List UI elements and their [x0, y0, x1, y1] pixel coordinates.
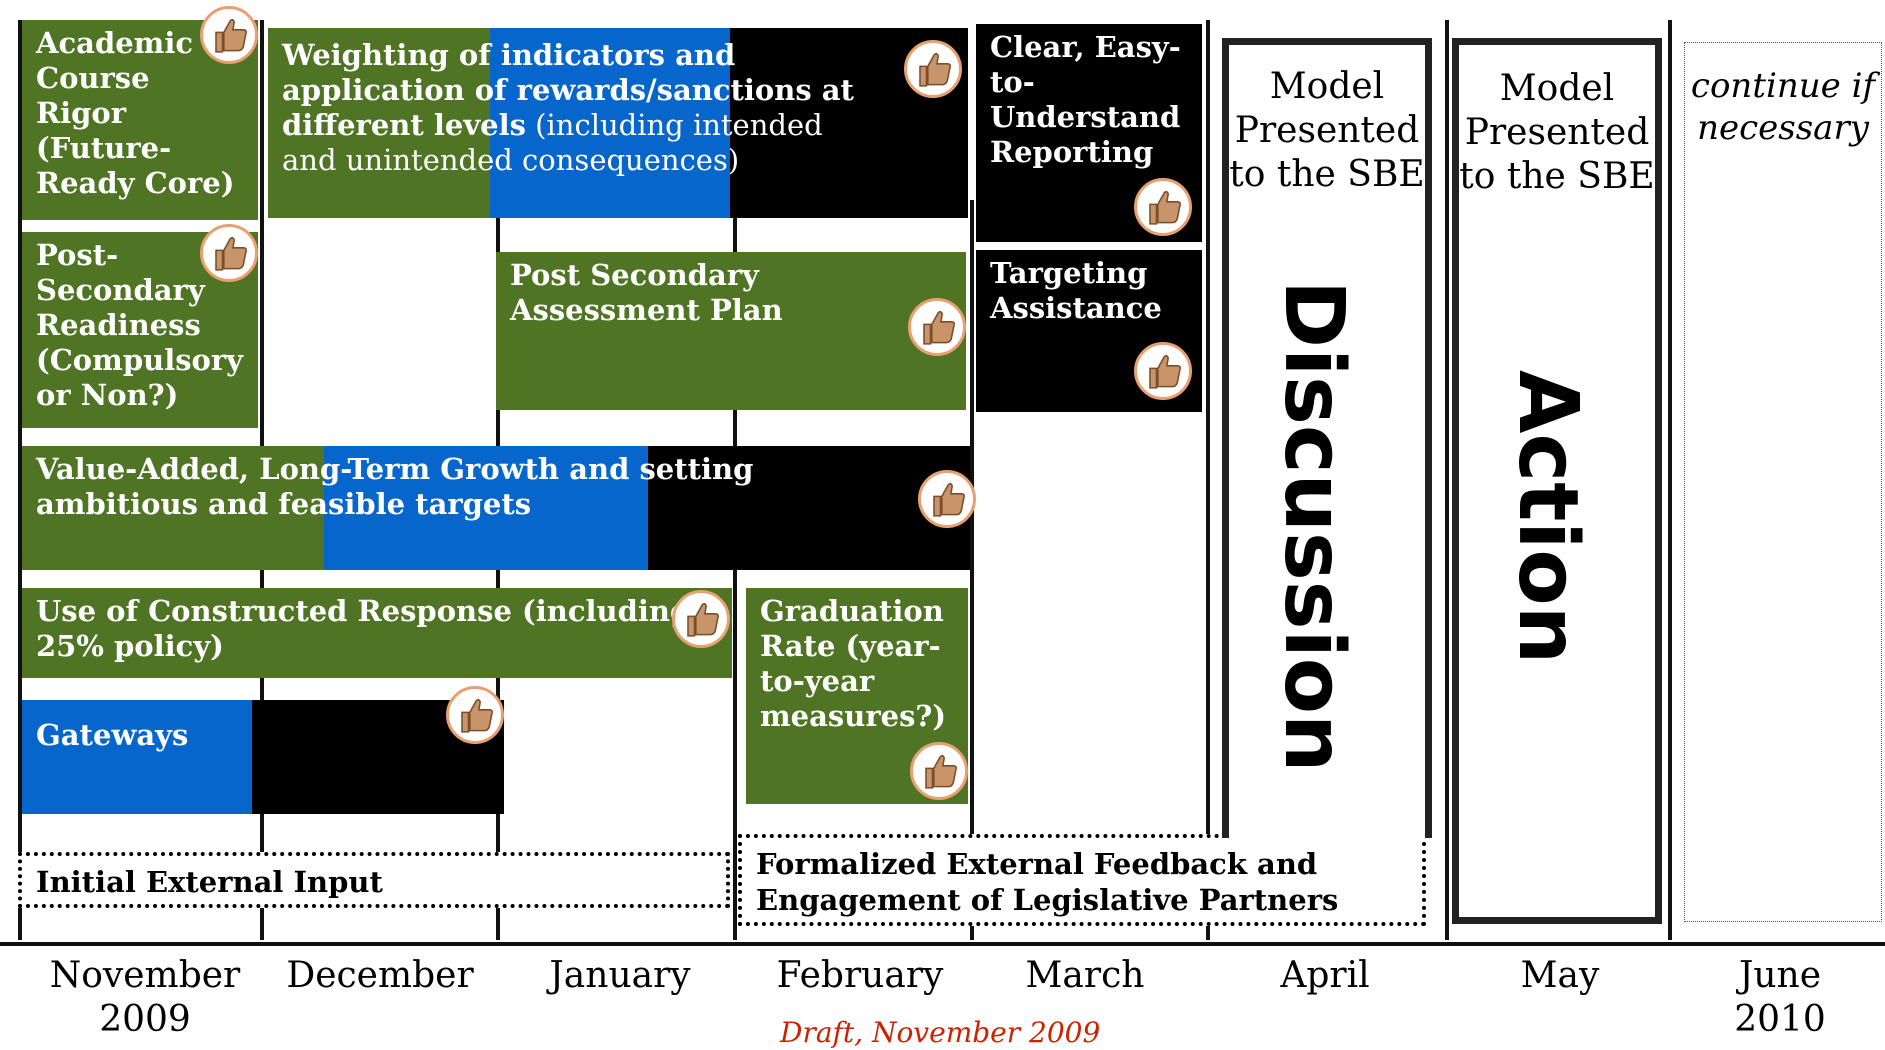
- month-label: December: [286, 955, 474, 996]
- task-postsecondary-assessment-plan: Post Secondary Assessment Plan: [496, 252, 966, 410]
- task-label: Value-Added, Long-Term Growth and settin…: [36, 452, 754, 521]
- task-sublabel: (including intended and unintended conse…: [282, 108, 823, 177]
- continue-label: continue if necessary: [1690, 66, 1876, 148]
- task-label: Post-Secondary Readiness (Compulsory or …: [36, 238, 244, 412]
- bar-segment-green: [22, 446, 324, 570]
- month-label: April: [1280, 955, 1370, 996]
- task-label: Post Secondary Assessment Plan: [510, 258, 783, 327]
- thumbs-up-icon: [910, 742, 968, 800]
- month-divider: [18, 20, 22, 940]
- discussion-label: Discussion: [1266, 280, 1361, 773]
- task-academic-rigor: Academic Course Rigor (Future-Ready Core…: [22, 20, 258, 220]
- task-value-added: Value-Added, Long-Term Growth and settin…: [22, 446, 970, 570]
- phase-label: Formalized External Feedback and Engagem…: [756, 847, 1339, 917]
- task-weighting: Weighting of indicators and application …: [268, 28, 968, 218]
- june-continue-box: continue if necessary: [1684, 42, 1882, 922]
- month-divider: [970, 200, 974, 940]
- month-label: March: [1025, 955, 1145, 996]
- task-label: Clear, Easy-to-Understand Reporting: [990, 30, 1181, 169]
- phase-formalized-feedback: Formalized External Feedback and Engagem…: [738, 834, 1426, 926]
- month-divider: [496, 200, 500, 940]
- thumbs-up-icon: [200, 6, 258, 64]
- thumbs-up-icon: [672, 590, 730, 648]
- thumbs-up-icon: [446, 686, 504, 744]
- april-column-box: Model Presented to the SBE: [1222, 38, 1432, 838]
- thumbs-up-icon: [1134, 178, 1192, 236]
- month-divider: [1445, 20, 1449, 940]
- bar-segment-green: [268, 28, 490, 218]
- task-label: Use of Constructed Response (including 2…: [36, 594, 691, 663]
- month-label: May: [1520, 955, 1600, 996]
- task-graduation-rate: Graduation Rate (year-to-year measures?): [746, 588, 968, 804]
- thumbs-up-icon: [200, 224, 258, 282]
- task-label: Targeting Assistance: [990, 256, 1162, 325]
- draft-footer: Draft, November 2009: [780, 1016, 1101, 1049]
- task-label: Academic Course Rigor (Future-Ready Core…: [36, 26, 235, 200]
- thumbs-up-icon: [1134, 342, 1192, 400]
- may-column-box: Model Presented to the SBE: [1452, 38, 1662, 924]
- month-label: June 2010: [1734, 955, 1826, 1040]
- thumbs-up-icon: [918, 470, 976, 528]
- timeline-axis: [0, 942, 1885, 946]
- phase-initial-external-input: Initial External Input: [18, 852, 730, 908]
- bar-segment-blue: [490, 28, 730, 218]
- bar-segment-blue: [324, 446, 648, 570]
- thumbs-up-icon: [904, 40, 962, 98]
- month-label: November 2009: [49, 955, 241, 1040]
- task-label: Gateways: [36, 718, 189, 752]
- month-label: February: [776, 955, 944, 996]
- bar-segment-black: [648, 446, 970, 570]
- month-divider: [1206, 20, 1210, 940]
- phase-label: Initial External Input: [36, 865, 383, 899]
- action-label: Action: [1500, 370, 1595, 665]
- task-label: Graduation Rate (year-to-year measures?): [760, 594, 947, 733]
- month-label: January: [549, 955, 691, 996]
- month-divider: [733, 200, 737, 940]
- task-gateways: Gateways: [22, 700, 504, 814]
- bar-segment-blue: [22, 700, 252, 814]
- model-presented-label: Model Presented to the SBE: [1459, 68, 1655, 197]
- thumbs-up-icon: [908, 298, 966, 356]
- model-presented-label: Model Presented to the SBE: [1229, 66, 1425, 195]
- task-label: Weighting of indicators and application …: [282, 38, 854, 142]
- task-constructed-response: Use of Constructed Response (including 2…: [22, 588, 732, 678]
- month-divider: [1668, 20, 1672, 940]
